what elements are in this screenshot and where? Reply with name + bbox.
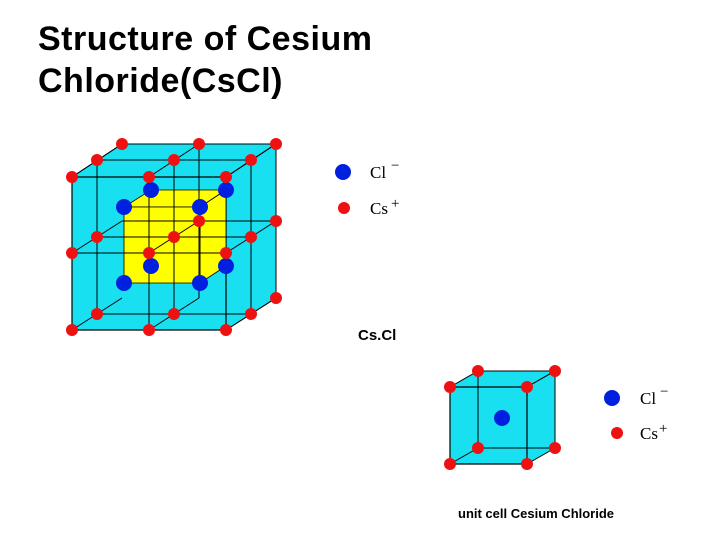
cesium-ion: [472, 365, 484, 377]
cesium-ion: [270, 215, 282, 227]
cesium-ion: [193, 138, 205, 150]
cesium-ion: [521, 458, 533, 470]
chloride-ion: [143, 182, 159, 198]
cesium-ion: [66, 324, 78, 336]
cesium-ion: [91, 231, 103, 243]
unit-cell-caption: unit cell Cesium Chloride: [458, 506, 614, 521]
unit-cell-cesium-ions: [444, 365, 561, 470]
legend-cesium-marker: [611, 427, 623, 439]
cesium-ion: [91, 154, 103, 166]
title-line-1: Structure of Cesium: [38, 20, 373, 58]
legend-cesium-label: Cs: [640, 424, 658, 443]
legend-cesium-marker: [338, 202, 350, 214]
chloride-ion: [218, 258, 234, 274]
lattice-chloride-ions: [116, 182, 234, 291]
cesium-ion: [168, 308, 180, 320]
legend-top: Cl − Cs +: [335, 158, 399, 218]
cesium-ion: [549, 365, 561, 377]
cesium-ion: [66, 171, 78, 183]
cesium-ion: [270, 138, 282, 150]
legend-cesium-charge: +: [659, 421, 667, 437]
cesium-ion: [444, 381, 456, 393]
cesium-ion: [220, 324, 232, 336]
unit-cell-front-face: [449, 386, 528, 465]
title-line-2: Chloride(CsCl): [38, 62, 283, 100]
cesium-ion: [444, 458, 456, 470]
lattice-caption: Cs.Cl: [358, 327, 396, 344]
legend-cesium-label: Cs: [370, 199, 388, 218]
cesium-ion: [549, 442, 561, 454]
cesium-ion: [168, 154, 180, 166]
cesium-ion: [143, 171, 155, 183]
cesium-ion: [270, 292, 282, 304]
lattice-cesium-ions: [66, 138, 282, 336]
cesium-ion: [220, 171, 232, 183]
cesium-ion: [245, 154, 257, 166]
cesium-ion: [193, 215, 205, 227]
cesium-ion: [143, 324, 155, 336]
chloride-ion: [218, 182, 234, 198]
legend-chloride-marker: [604, 390, 620, 406]
unit-cell-diagram: [444, 365, 561, 470]
legend-chloride-charge: −: [391, 158, 399, 174]
cesium-ion: [66, 247, 78, 259]
cesium-ion: [245, 231, 257, 243]
cesium-ion: [245, 308, 257, 320]
cesium-ion: [472, 442, 484, 454]
cesium-ion: [143, 247, 155, 259]
lattice-diagram: [66, 138, 282, 336]
unit-cell-chloride-ion: [494, 410, 510, 426]
chloride-ion: [116, 199, 132, 215]
legend-chloride-label: Cl: [370, 163, 386, 182]
cesium-ion: [521, 381, 533, 393]
cesium-ion: [116, 138, 128, 150]
legend-chloride-marker: [335, 164, 351, 180]
cesium-ion: [168, 231, 180, 243]
legend-chloride-label: Cl: [640, 389, 656, 408]
chloride-ion: [143, 258, 159, 274]
cesium-ion: [220, 247, 232, 259]
legend-unit-cell: Cl − Cs +: [604, 384, 668, 443]
legend-chloride-charge: −: [660, 384, 668, 400]
cesium-ion: [91, 308, 103, 320]
chloride-ion: [116, 275, 132, 291]
chloride-ion: [192, 199, 208, 215]
slide-title: Structure of Cesium Chloride(CsCl): [38, 18, 638, 102]
legend-cesium-charge: +: [391, 196, 399, 212]
chloride-ion: [192, 275, 208, 291]
